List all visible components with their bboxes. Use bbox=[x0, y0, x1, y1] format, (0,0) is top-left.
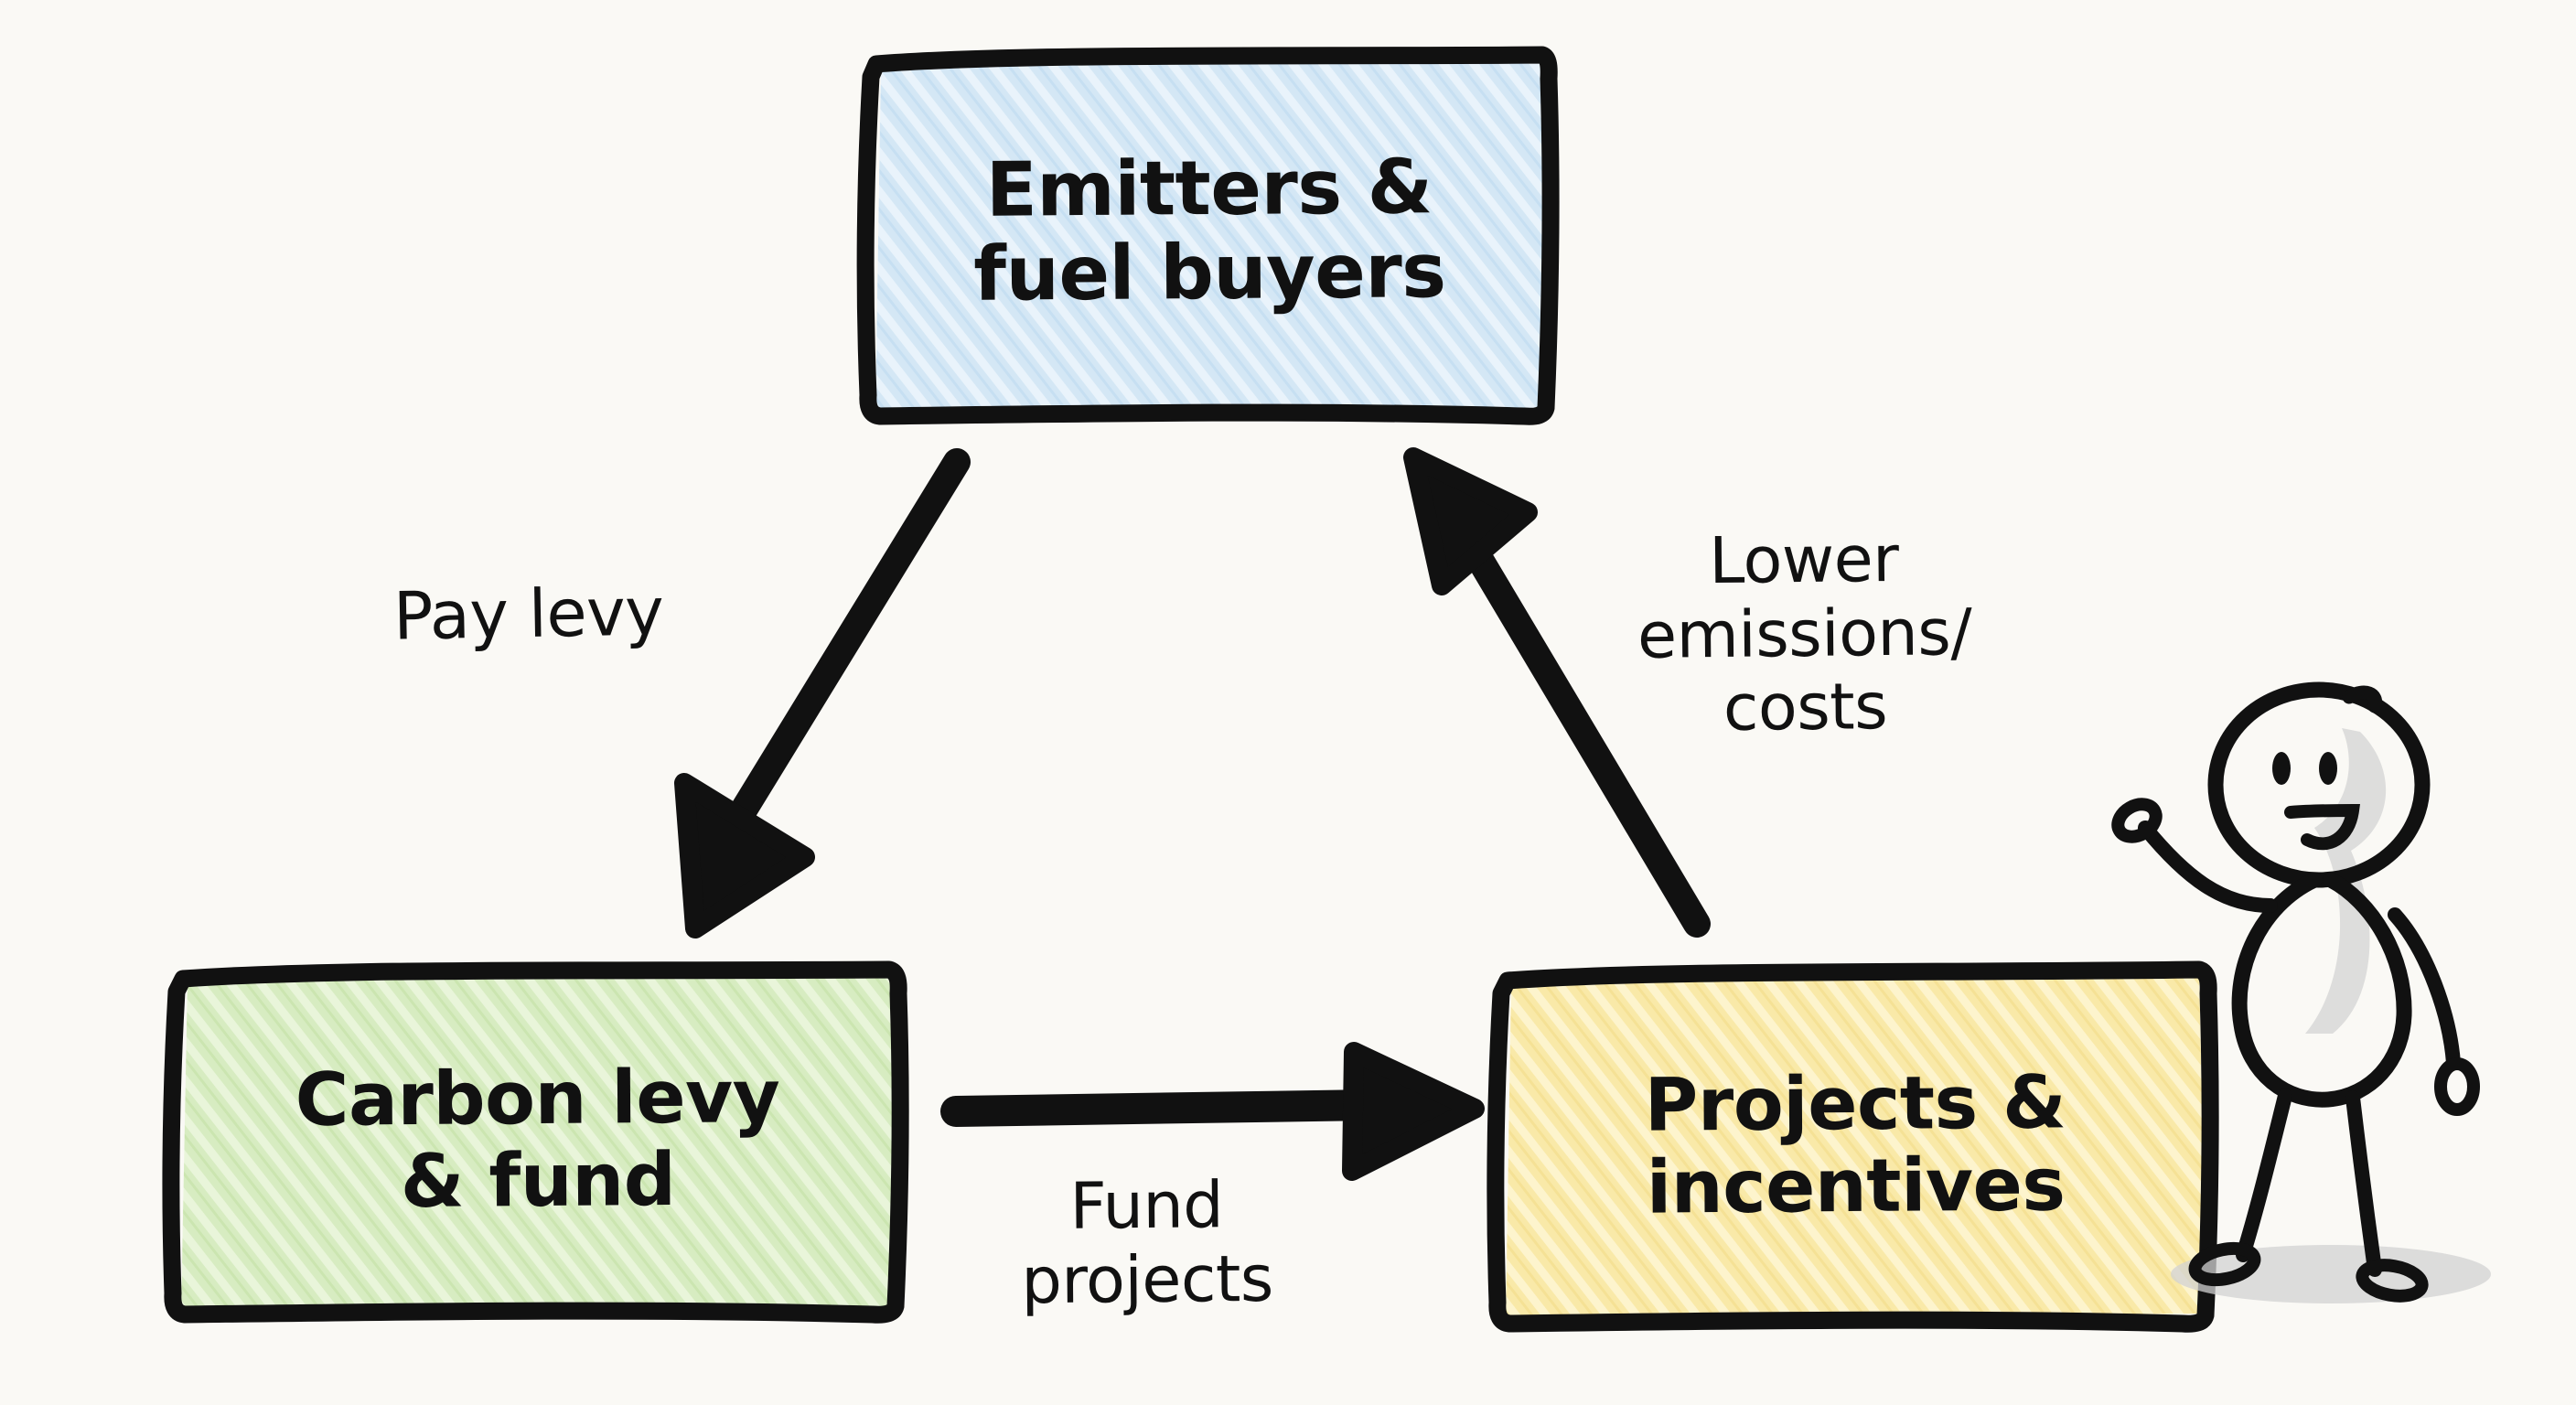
figure-hair-tuft bbox=[2342, 685, 2383, 713]
stick-figure bbox=[2111, 681, 2491, 1303]
node-box-emitters[interactable] bbox=[856, 46, 1560, 425]
node-box-carbon-levy[interactable] bbox=[162, 960, 909, 1324]
node-projects-label: Projects & incentives bbox=[1644, 1059, 2066, 1230]
node-carbon-levy[interactable]: Carbon levy & fund bbox=[170, 962, 906, 1317]
figure-hand-left bbox=[2111, 798, 2163, 843]
figure-head bbox=[2207, 681, 2431, 888]
figure-torso bbox=[2231, 872, 2412, 1108]
node-box-projects[interactable] bbox=[1487, 960, 2219, 1333]
figure-eye-left bbox=[2272, 752, 2291, 785]
arrow-fund-projects bbox=[940, 1042, 1485, 1181]
edge-label-pay-levy: Pay levy bbox=[392, 573, 665, 655]
edge-label-fund-projects: Fund projects bbox=[1020, 1167, 1274, 1318]
figure-foot-right bbox=[2356, 1259, 2429, 1303]
figure-arm-left bbox=[2138, 820, 2278, 913]
node-projects[interactable]: Projects & incentives bbox=[1495, 962, 2216, 1328]
node-emitters[interactable]: Emitters & fuel buyers bbox=[864, 44, 1555, 419]
edge-label-lower-emissions: Lower emissions/ costs bbox=[1637, 520, 1972, 745]
arrow-pay-levy bbox=[674, 448, 971, 938]
figure-eye-right bbox=[2319, 752, 2337, 785]
figure-smile bbox=[2284, 803, 2361, 851]
figure-foot-left bbox=[2188, 1241, 2261, 1287]
figure-leg-right bbox=[2345, 1090, 2382, 1277]
figure-leg-left bbox=[2236, 1089, 2292, 1262]
node-emitters-label: Emitters & fuel buyers bbox=[972, 144, 1446, 318]
node-carbon-levy-label: Carbon levy & fund bbox=[295, 1054, 780, 1225]
arrow-lower-emissions bbox=[1403, 447, 1711, 938]
figure-hand-right bbox=[2434, 1057, 2480, 1116]
figure-arm-right bbox=[2388, 907, 2461, 1070]
